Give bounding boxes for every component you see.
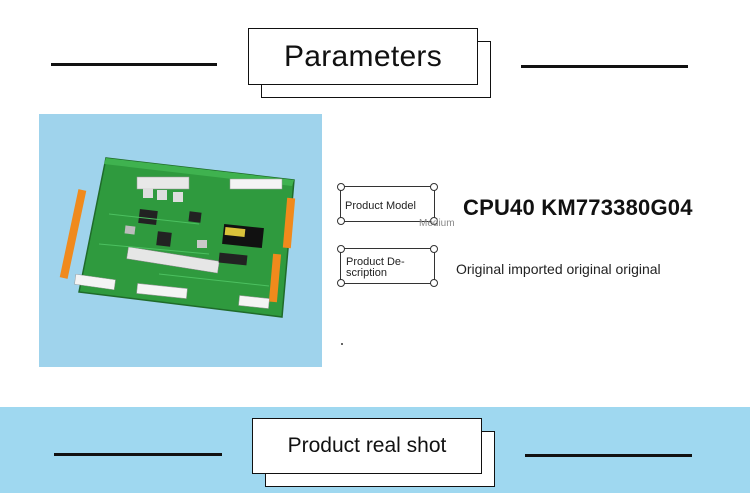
page-title: Parameters	[283, 39, 443, 73]
medium-hint: Medium	[419, 218, 455, 229]
header-right-rule	[521, 65, 688, 68]
footer-right-rule	[525, 454, 692, 457]
product-description-label: Product De- scription	[337, 245, 438, 287]
footer-left-rule	[54, 453, 222, 456]
product-description-label-line2: scription	[346, 267, 387, 279]
header-left-rule	[51, 63, 217, 66]
product-description-label-line1: Product De-	[346, 256, 405, 268]
footer-card: Product real shot	[252, 418, 482, 474]
product-description-value: Original imported original original	[456, 261, 661, 277]
product-model-label: Product Model	[337, 183, 438, 225]
product-model-label-text: Product Model	[345, 200, 416, 212]
footer-title: Product real shot	[287, 434, 447, 457]
product-photo	[39, 114, 322, 367]
circuit-board-image	[59, 157, 296, 318]
header-card: Parameters	[248, 28, 478, 85]
stray-mark	[341, 343, 343, 345]
product-model-value: CPU40 KM773380G04	[463, 195, 693, 220]
